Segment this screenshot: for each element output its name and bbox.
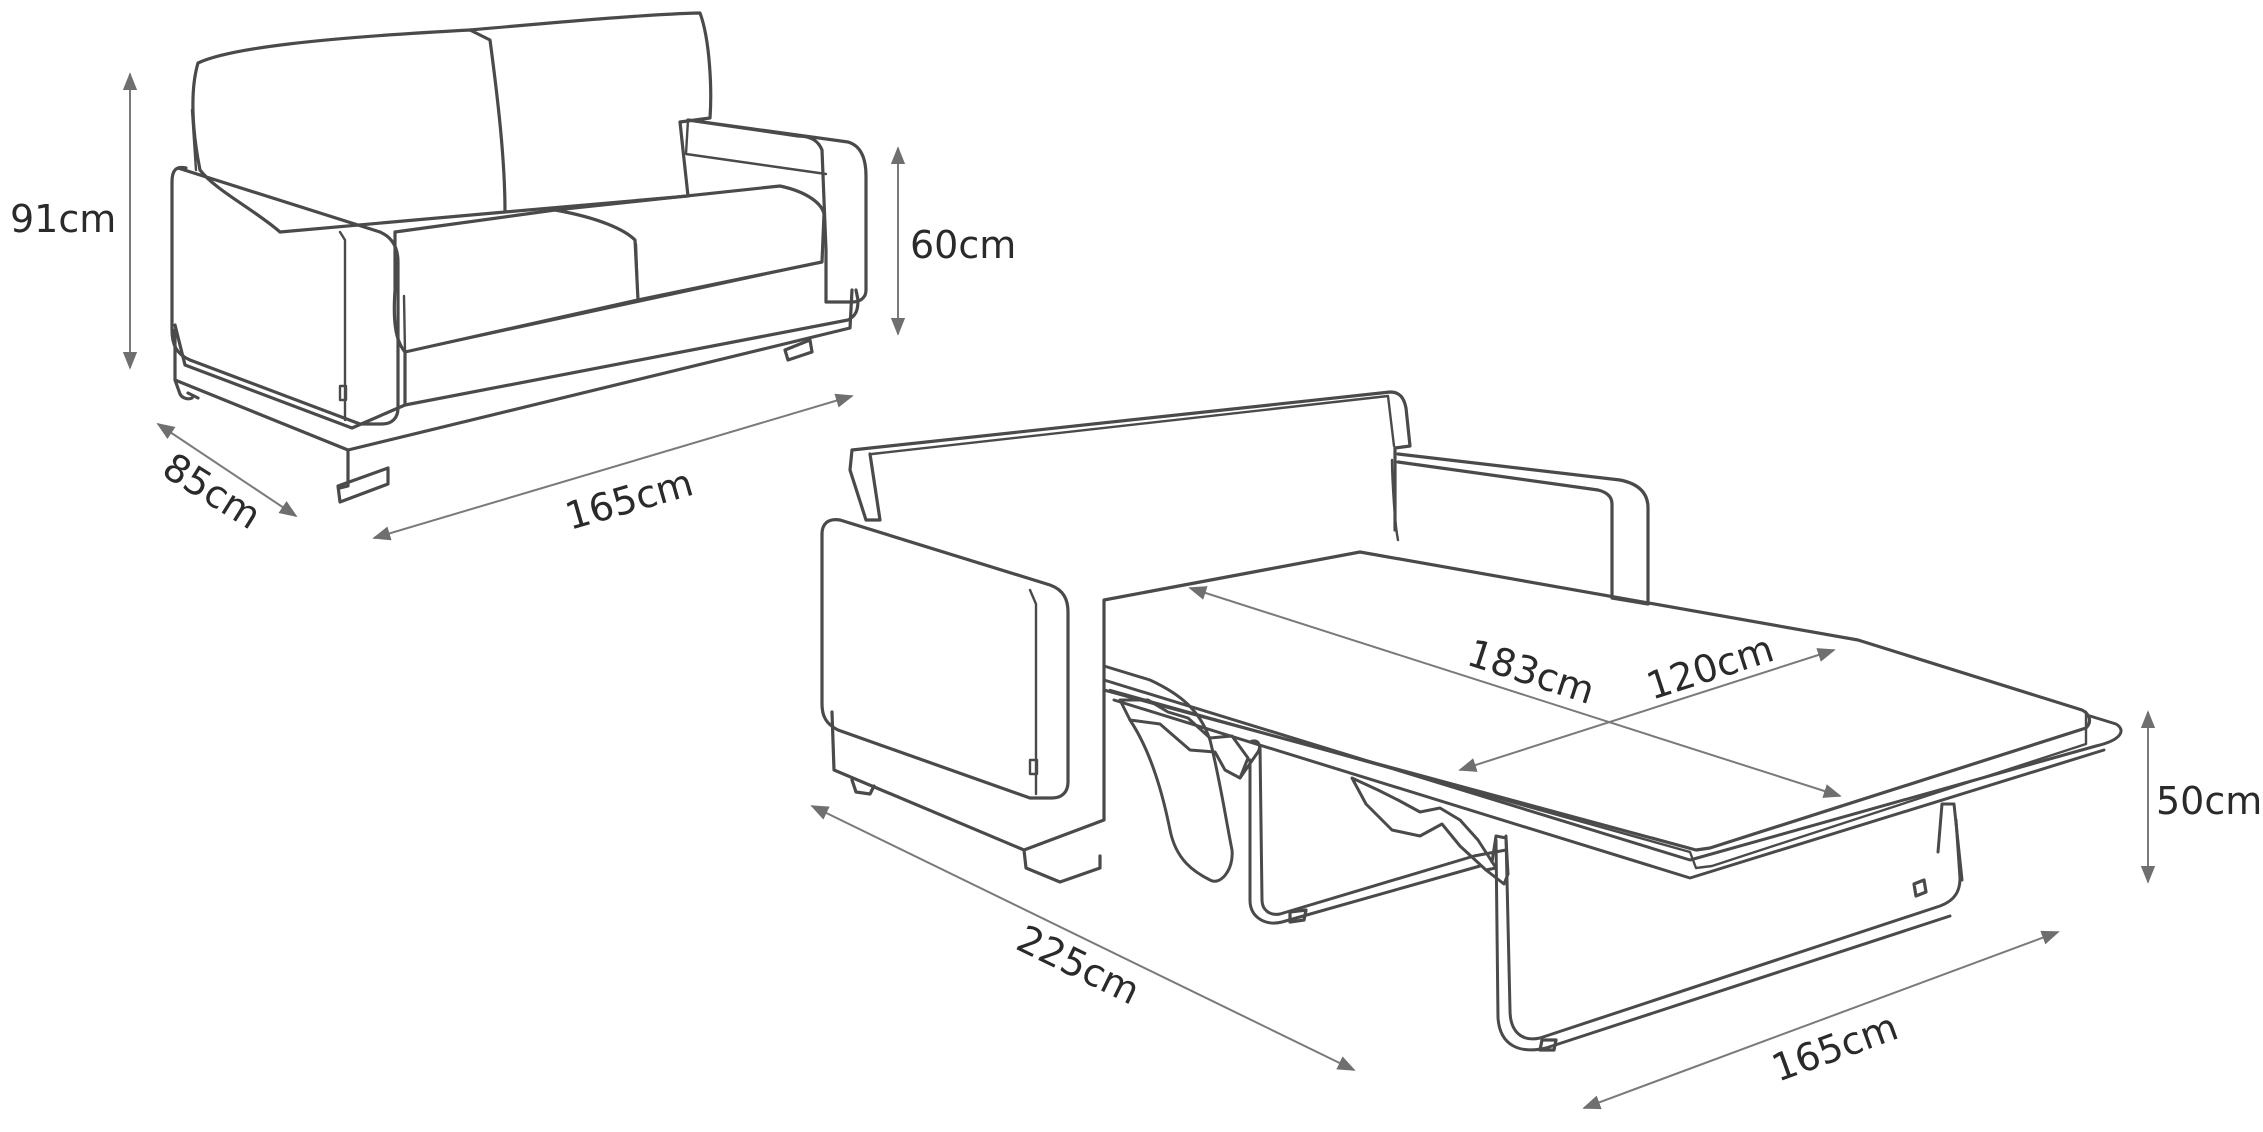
sofa-bed-mattress	[1102, 550, 2092, 852]
sofa-seat-cushion-left	[392, 208, 640, 354]
sofa-back-base	[190, 108, 198, 172]
sofa-base	[403, 288, 860, 407]
sofa-seat-cushion-right	[553, 184, 826, 302]
dim-sofa-width	[372, 393, 854, 541]
dimension-lines	[122, 72, 2156, 1110]
label-bed-width: 120cm	[1641, 626, 1779, 708]
label-bed-total-length: 225cm	[1010, 917, 1147, 1014]
label-bed-sofa-width: 165cm	[1766, 1004, 1904, 1090]
dim-bed-width	[1458, 648, 1836, 772]
sofa-bed-base	[830, 688, 1106, 884]
sofa-bed-backrest	[848, 390, 1412, 532]
sofa-bed-hinge-right	[1350, 776, 1498, 872]
label-sofa-height: 91cm	[10, 197, 116, 241]
sofa-feet	[186, 338, 814, 504]
label-sofa-arm-height: 60cm	[910, 223, 1016, 267]
dim-sofa-depth	[156, 423, 298, 517]
sofa-left-arm	[170, 165, 400, 426]
sofa-bed-left-arm	[820, 518, 1070, 800]
dim-bed-sofa-width	[1582, 930, 2060, 1110]
label-sofa-depth: 85cm	[155, 444, 268, 538]
dim-bed-total-length	[810, 805, 1356, 1071]
sofa-back-cushion-left	[191, 28, 507, 234]
label-bed-length: 183cm	[1462, 631, 1600, 713]
sofa-back-cushion-right	[468, 11, 713, 214]
label-bed-height: 50cm	[2156, 779, 2262, 823]
sofa-drawing	[170, 11, 868, 504]
label-sofa-width: 165cm	[560, 460, 698, 538]
dimension-labels: 91cm 60cm 85cm 165cm 183cm 120cm 50cm 22…	[10, 197, 2262, 1090]
sofa-right-arm	[686, 118, 868, 304]
